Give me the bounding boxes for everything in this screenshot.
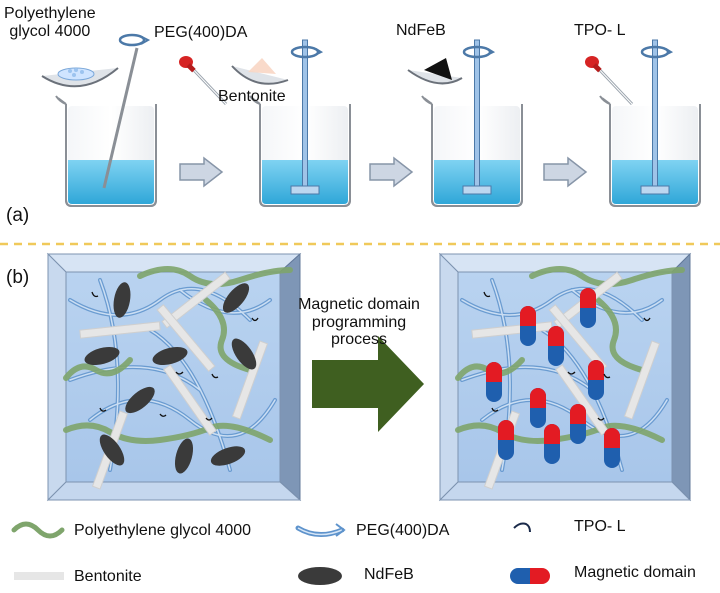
label-peg4000-line2: glycol 4000 bbox=[9, 22, 91, 40]
flow-arrow-3 bbox=[543, 157, 587, 187]
process-text-line1: Magnetic domain bbox=[298, 296, 420, 313]
flow-arrow-2 bbox=[369, 157, 413, 187]
beaker-1 bbox=[55, 95, 157, 207]
label-peg4000: Polyethylene glycol 4000 bbox=[4, 5, 96, 40]
legend-ndfeb-label: NdFeB bbox=[364, 566, 414, 583]
legend-peg4000-icon bbox=[11, 521, 65, 539]
panel-b-label: (b) bbox=[6, 267, 30, 288]
legend-ndfeb-icon bbox=[298, 567, 342, 585]
legend-tpol-icon bbox=[513, 522, 531, 533]
watch-glass-peg-icon bbox=[41, 67, 119, 88]
process-arrow-text: Magnetic domain programming process bbox=[286, 296, 432, 349]
panel-a bbox=[41, 33, 701, 207]
process-text-line3: process bbox=[330, 331, 388, 349]
label-tpol: TPO- L bbox=[574, 22, 626, 39]
legend-magnetic-domain-icon bbox=[510, 568, 550, 584]
glass-rod bbox=[102, 47, 139, 189]
watch-glass-ndfeb-icon bbox=[407, 58, 463, 85]
label-bentonite: Bentonite bbox=[218, 88, 286, 105]
legend-bentonite-label: Bentonite bbox=[74, 568, 142, 585]
legend bbox=[11, 521, 550, 585]
legend-magnetic-domain-label: Magnetic domain bbox=[574, 564, 696, 581]
dropper-tpol-icon bbox=[583, 54, 634, 106]
network-box-after bbox=[438, 252, 692, 502]
label-ndfeb: NdFeB bbox=[396, 22, 446, 39]
label-pegda: PEG(400)DA bbox=[154, 24, 248, 41]
label-peg4000-line1: Polyethylene bbox=[4, 5, 96, 22]
legend-pegda-label: PEG(400)DA bbox=[356, 522, 450, 539]
process-text-line2: programming bbox=[311, 313, 407, 331]
legend-peg4000-label: Polyethylene glycol 4000 bbox=[74, 522, 252, 539]
legend-bentonite-icon bbox=[14, 572, 64, 580]
stir-icon bbox=[118, 33, 146, 47]
legend-pegda-icon bbox=[295, 523, 346, 537]
process-arrow bbox=[312, 336, 424, 432]
network-box-before bbox=[46, 252, 302, 502]
panel-a-label: (a) bbox=[6, 205, 30, 226]
legend-tpol-label: TPO- L bbox=[574, 518, 626, 535]
flow-arrow-1 bbox=[179, 157, 223, 187]
watch-glass-bentonite-icon bbox=[231, 58, 289, 85]
